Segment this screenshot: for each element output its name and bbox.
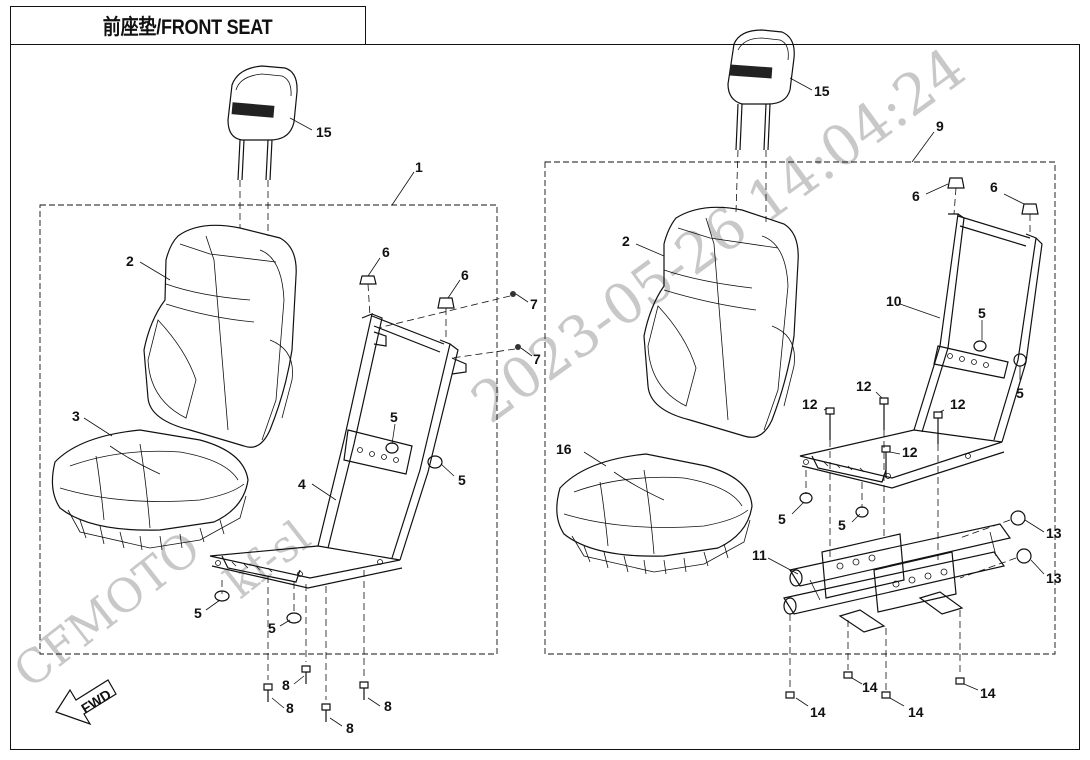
callout-4: 4 (298, 476, 306, 492)
callout-8-c: 8 (384, 698, 392, 714)
callout-labels: 15 1 2 3 6 6 7 7 5 5 4 5 5 8 8 8 8 15 9 … (72, 83, 1062, 736)
right-headrest (727, 29, 795, 222)
callout-15-left: 15 (316, 124, 332, 140)
callout-6-right-b: 6 (990, 179, 998, 195)
right-bolts (785, 610, 965, 699)
callout-11: 11 (752, 547, 767, 563)
callout-2-left: 2 (126, 253, 134, 269)
callout-8-d: 8 (346, 720, 354, 736)
callout-5-left-b: 5 (458, 472, 466, 488)
callout-9: 9 (936, 118, 944, 134)
watermark-code: kf-sl (215, 511, 320, 608)
callout-12-a: 12 (856, 378, 872, 394)
callout-10: 10 (886, 293, 902, 309)
callout-5-right-d: 5 (838, 517, 846, 533)
callout-5-right-a: 5 (978, 305, 986, 321)
callout-12-c: 12 (950, 396, 966, 412)
callout-6-left-b: 6 (461, 267, 469, 283)
page-title: 前座垫/FRONT SEAT (103, 15, 273, 39)
right-slide-rail (783, 510, 1032, 633)
right-seat-cushion (556, 453, 753, 575)
callout-8-a: 8 (282, 677, 290, 693)
callout-5-left-c: 5 (194, 605, 202, 621)
fwd-arrow-icon: FWD (55, 679, 117, 726)
watermark: CFMOTO kf-sl 2023-05-26 14:04:24 (4, 36, 978, 699)
left-assembly-box (39, 204, 498, 655)
callout-12-d: 12 (902, 444, 918, 460)
callout-5-left-d: 5 (268, 620, 276, 636)
title-box: 前座垫/FRONT SEAT (10, 6, 366, 45)
callout-7-a: 7 (530, 296, 538, 312)
callout-15-right: 15 (814, 83, 830, 99)
fwd-label: FWD (78, 686, 114, 716)
watermark-timestamp: 2023-05-26 14:04:24 (460, 36, 977, 437)
callout-14-b: 14 (980, 685, 996, 701)
callout-13-b: 13 (1046, 570, 1062, 586)
callout-5-right-b: 5 (1016, 385, 1024, 401)
right-seat-frame (799, 213, 1043, 489)
left-seat-back (143, 224, 297, 448)
right-seat-back (643, 206, 799, 438)
right-leaders (583, 77, 1045, 707)
callout-12-b: 12 (802, 396, 818, 412)
callout-5-left-a: 5 (390, 409, 398, 425)
callout-14-d: 14 (908, 704, 924, 720)
callout-1: 1 (415, 159, 423, 175)
drawing-border (10, 44, 1080, 750)
right-assembly-box (544, 161, 1056, 655)
left-seat-frame (209, 313, 467, 589)
left-seat-cushion (51, 429, 249, 551)
callout-7-b: 7 (533, 351, 541, 367)
callout-3: 3 (72, 408, 80, 424)
left-bolts (263, 570, 369, 722)
callout-16: 16 (556, 441, 572, 457)
callout-2-right: 2 (622, 233, 630, 249)
right-small-parts (799, 177, 1039, 560)
callout-5-right-c: 5 (778, 511, 786, 527)
callout-13-a: 13 (1046, 525, 1062, 541)
watermark-brand: CFMOTO (4, 520, 211, 698)
callout-8-b: 8 (286, 700, 294, 716)
callout-6-left-a: 6 (382, 244, 390, 260)
callout-14-a: 14 (862, 679, 878, 695)
left-leaders (83, 117, 533, 727)
left-headrest (227, 65, 298, 236)
callout-14-c: 14 (810, 704, 826, 720)
callout-6-right-a: 6 (912, 188, 920, 204)
